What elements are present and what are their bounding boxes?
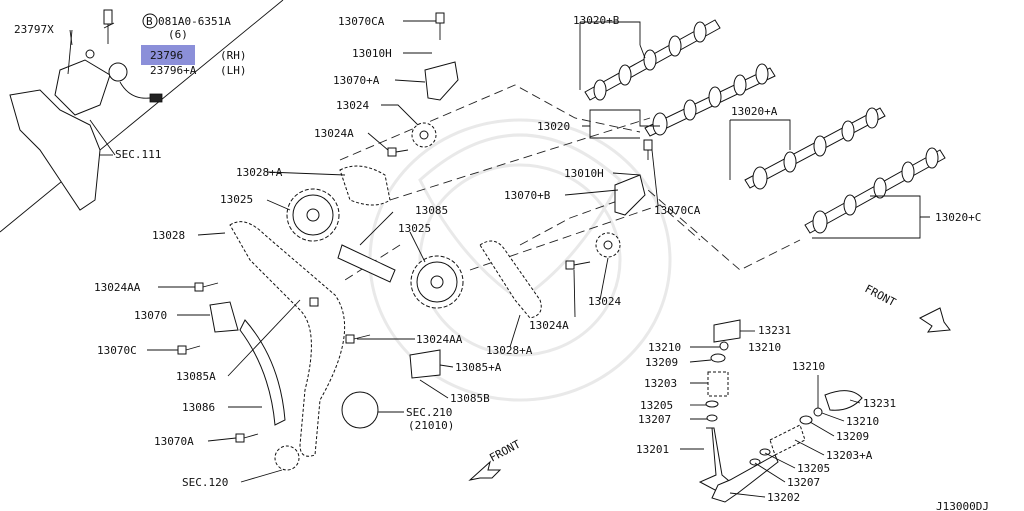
label-23796-rh: (RH)	[220, 49, 247, 62]
label-13207-left: 13207	[638, 413, 671, 426]
chain-13028a-top	[339, 165, 391, 206]
label-23797x: 23797X	[14, 23, 54, 36]
label-bolt-marker: B	[146, 15, 153, 28]
label-13025-left: 13025	[220, 193, 253, 206]
label-13205-right: 13205	[797, 462, 830, 475]
label-bolt-qty: (6)	[168, 28, 188, 41]
sprocket-13025-mid	[410, 255, 464, 309]
chain-13028	[229, 221, 346, 457]
guide-13086	[239, 319, 286, 426]
label-13070: 13070	[134, 309, 167, 322]
front-arrow-top	[919, 307, 951, 333]
label-13070b: 13070+B	[504, 189, 551, 202]
camshaft-13020	[644, 63, 776, 137]
label-13210-left-2: 13210	[748, 341, 781, 354]
label-sec120: SEC.120	[182, 476, 228, 489]
label-13024-bottom: 13024	[588, 295, 621, 308]
label-13028a-bottom: 13028+A	[486, 344, 533, 357]
label-13024aa-left: 13024AA	[94, 281, 141, 294]
chain-13028a-bottom	[479, 240, 542, 319]
label-front-top: FRONT	[863, 282, 899, 309]
label-13024-top: 13024	[336, 99, 369, 112]
label-13070ca-mid: 13070CA	[654, 204, 701, 217]
label-13231-left: 13231	[758, 324, 791, 337]
label-13085a: 13085A	[176, 370, 216, 383]
label-13024a-bottom: 13024A	[529, 319, 569, 332]
label-front-bottom: FRONT	[487, 437, 523, 464]
sec210-part	[341, 391, 379, 429]
label-sec111: SEC.111	[115, 148, 161, 161]
sprocket-sec120	[274, 445, 300, 471]
label-13020: 13020	[537, 120, 570, 133]
guide-13085	[337, 244, 396, 283]
label-13020b: 13020+B	[573, 14, 620, 27]
label-23796a-lh: (LH)	[220, 64, 247, 77]
label-13210-right-1: 13210	[792, 360, 825, 373]
leader-lines	[69, 20, 930, 498]
label-13201: 13201	[636, 443, 669, 456]
label-13085a-mid: 13085+A	[455, 361, 502, 374]
camshaft-13020c	[804, 147, 946, 234]
bolts	[177, 12, 653, 443]
guide-13085a	[409, 349, 441, 379]
label-13210-left-1: 13210	[648, 341, 681, 354]
label-13028a-top: 13028+A	[236, 166, 283, 179]
sprocket-13025-left	[286, 188, 340, 242]
label-13070a-bottom: 13070A	[154, 435, 194, 448]
label-13202: 13202	[767, 491, 800, 504]
valve-train-left	[698, 319, 741, 491]
label-13070a-top: 13070+A	[333, 74, 380, 87]
label-13203-left: 13203	[644, 377, 677, 390]
label-bolt-code: 081A0-6351A	[158, 15, 231, 28]
bolt-marker-circle	[142, 13, 158, 29]
tensioner-13070b	[614, 174, 646, 216]
front-arrow-bottom	[468, 460, 502, 481]
label-13020a: 13020+A	[731, 105, 778, 118]
label-23796a: 23796+A	[150, 64, 197, 77]
label-13203a: 13203+A	[826, 449, 873, 462]
label-sec210: SEC.210	[406, 406, 452, 419]
label-13070c: 13070C	[97, 344, 137, 357]
label-13024aa-mid: 13024AA	[416, 333, 463, 346]
label-13209-right: 13209	[836, 430, 869, 443]
diagram-id: J13000DJ	[936, 500, 989, 511]
label-13028: 13028	[152, 229, 185, 242]
label-13231-right: 13231	[863, 397, 896, 410]
label-13010h-top: 13010H	[352, 47, 392, 60]
camshaft-13020a	[744, 107, 886, 190]
label-13085b: 13085B	[450, 392, 490, 405]
label-13024a-top: 13024A	[314, 127, 354, 140]
label-13085: 13085	[415, 204, 448, 217]
camshaft-13020b	[584, 19, 721, 101]
label-13210-right-2: 13210	[846, 415, 879, 428]
label-13205-left: 13205	[640, 399, 673, 412]
label-21010: (21010)	[408, 419, 454, 432]
label-13070ca-top: 13070CA	[338, 15, 385, 28]
label-13020c: 13020+C	[935, 211, 981, 224]
label-13207-right: 13207	[787, 476, 820, 489]
sprocket-13024-bottom	[595, 232, 621, 258]
sensor-bracket-part	[9, 9, 163, 211]
label-13209-left: 13209	[645, 356, 678, 369]
tensioner-13070a	[424, 61, 459, 101]
inset-border	[0, 0, 284, 233]
highlight-23796	[141, 45, 195, 65]
label-13010h-mid: 13010H	[564, 167, 604, 180]
tensioner-13070	[209, 301, 239, 333]
sprocket-13024-top	[411, 122, 437, 148]
label-13025-mid: 13025	[398, 222, 431, 235]
label-23796: 23796	[150, 49, 183, 62]
label-13086: 13086	[182, 401, 215, 414]
